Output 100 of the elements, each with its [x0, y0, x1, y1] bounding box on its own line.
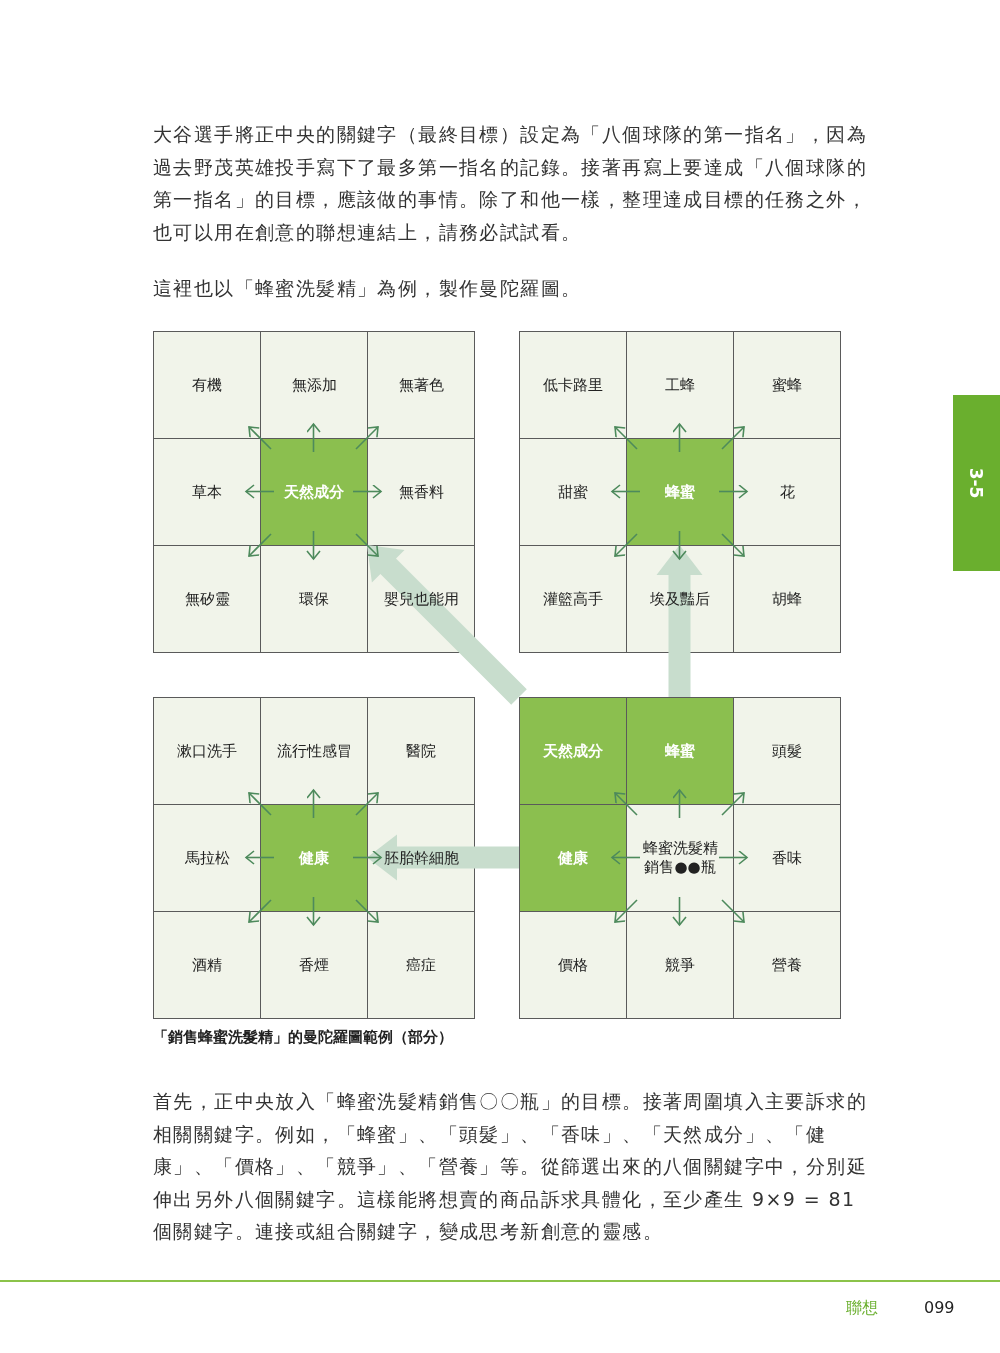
keyword-cell-highlighted [626, 438, 734, 546]
arrow [672, 789, 687, 819]
keyword-text: 環保 [299, 589, 329, 609]
keyword-cell [733, 331, 841, 439]
arrow [306, 789, 321, 819]
arrow [718, 484, 748, 499]
page-number: 099 [924, 1298, 955, 1317]
body-paragraph: 大谷選手將正中央的關鍵字（最終目標）設定為「八個球隊的第一指名」，因為過去野茂英雄投手寫下了最多第一指名的記錄。接著再寫上要達成「八個球隊的第一指名」的目標，應該做的事情。除了和他一樣，整理達成目標的任務之外，也可以用在創意的聯想連結上，請務必試試看。 [153, 122, 868, 245]
arrow [614, 792, 638, 816]
keyword-cell [519, 438, 627, 546]
arrow [721, 426, 745, 450]
arrow [614, 899, 638, 923]
keyword-text: 嬰兒也能用 [383, 589, 459, 609]
keyword-text: 胡蜂 [772, 589, 802, 609]
arrow [672, 423, 687, 453]
keyword-cell [367, 438, 475, 546]
keyword-cell [153, 697, 261, 805]
arrow [367, 834, 519, 881]
keyword-text: 灌籃高手 [543, 589, 603, 609]
figure-caption: 「銷售蜂蜜洗髮精」的曼陀羅圖範例（部分） [153, 1028, 453, 1047]
keyword-text: 埃及豔后 [650, 589, 710, 609]
keyword-cell-highlighted [260, 438, 368, 546]
keyword-text: 蜂蜜 [665, 741, 695, 761]
keyword-text: 無添加 [291, 375, 337, 395]
keyword-text: 香煙 [299, 955, 329, 975]
arrow [306, 423, 321, 453]
arrow [355, 426, 379, 450]
keyword-cell [153, 911, 261, 1019]
arrow [245, 850, 275, 865]
keyword-text: 蜜蜂 [772, 375, 802, 395]
arrow [367, 545, 527, 705]
body-paragraph: 首先，正中央放入「蜂蜜洗髮精銷售〇〇瓶」的目標。接著周圍填入主要訴求的相關關鍵字。例如，「蜂蜜」、「頭髮」、「香味」、「天然成分」、「健康」、「價格」、「競爭」、「營養」等。從篩選出來的八個關鍵字中，分別延伸出另外八個關鍵字。這樣能將想賣的商品訴求具體化，至少產生 9×9 = 81 個關鍵字。連接或組合關鍵字，變成思考新創意的靈感。 [153, 1089, 868, 1244]
keyword-cell [733, 697, 841, 805]
keyword-text: 醫院 [406, 741, 436, 761]
arrow [614, 426, 638, 450]
arrow [718, 850, 748, 865]
arrow [245, 484, 275, 499]
keyword-text: 頭髮 [772, 741, 802, 761]
arrow [721, 899, 745, 923]
keyword-cell [153, 438, 261, 546]
keyword-text: 工蜂 [665, 375, 695, 395]
keyword-cell [626, 804, 734, 912]
keyword-cell [260, 911, 368, 1019]
keyword-cell-highlighted [626, 697, 734, 805]
keyword-cell [733, 438, 841, 546]
keyword-cell [626, 331, 734, 439]
arrow [248, 792, 272, 816]
section-name: 聯想 [846, 1298, 878, 1319]
keyword-cell [519, 911, 627, 1019]
keyword-text: 無香料 [398, 482, 444, 502]
keyword-cell [367, 331, 475, 439]
keyword-text: 蜂蜜 [665, 482, 695, 502]
keyword-cell [367, 697, 475, 805]
keyword-cell-highlighted [519, 697, 627, 805]
keyword-cell [153, 804, 261, 912]
keyword-cell [519, 545, 627, 653]
arrow [352, 484, 382, 499]
arrow [355, 792, 379, 816]
arrow [614, 533, 638, 557]
keyword-text: 蜂蜜洗髮精銷售●●瓶 [642, 839, 718, 877]
keyword-cell [519, 331, 627, 439]
keyword-text: 馬拉松 [184, 848, 230, 868]
keyword-text: 價格 [558, 955, 588, 975]
keyword-cell [153, 331, 261, 439]
keyword-text: 健康 [558, 848, 588, 868]
keyword-text: 有機 [192, 375, 222, 395]
arrow [306, 530, 321, 560]
keyword-text: 天然成分 [284, 482, 344, 502]
arrow [248, 899, 272, 923]
body-paragraph: 這裡也以「蜂蜜洗髮精」為例，製作曼陀羅圖。 [153, 276, 583, 301]
keyword-text: 花 [779, 482, 795, 502]
arrow [672, 530, 687, 560]
arrow [656, 545, 703, 697]
keyword-text: 營養 [772, 955, 802, 975]
keyword-text: 胚胎幹細胞 [383, 848, 459, 868]
keyword-cell [733, 911, 841, 1019]
keyword-text: 低卡路里 [543, 375, 603, 395]
keyword-text: 天然成分 [543, 741, 603, 761]
arrow [721, 792, 745, 816]
keyword-text: 競爭 [665, 955, 695, 975]
keyword-text: 癌症 [406, 955, 436, 975]
keyword-cell-highlighted [260, 804, 368, 912]
keyword-text: 草本 [192, 482, 222, 502]
keyword-cell [733, 545, 841, 653]
keyword-text: 無著色 [398, 375, 444, 395]
arrow [611, 484, 641, 499]
keyword-cell [260, 545, 368, 653]
arrow [611, 850, 641, 865]
keyword-cell [367, 911, 475, 1019]
keyword-cell [153, 545, 261, 653]
arrow [248, 426, 272, 450]
arrow [721, 533, 745, 557]
keyword-text: 健康 [299, 848, 329, 868]
arrow [306, 896, 321, 926]
arrow [355, 899, 379, 923]
keyword-text: 甜蜜 [558, 482, 588, 502]
arrow [352, 850, 382, 865]
keyword-text: 流行性感冒 [276, 741, 352, 761]
keyword-text: 香味 [772, 848, 802, 868]
keyword-text: 無矽靈 [184, 589, 230, 609]
